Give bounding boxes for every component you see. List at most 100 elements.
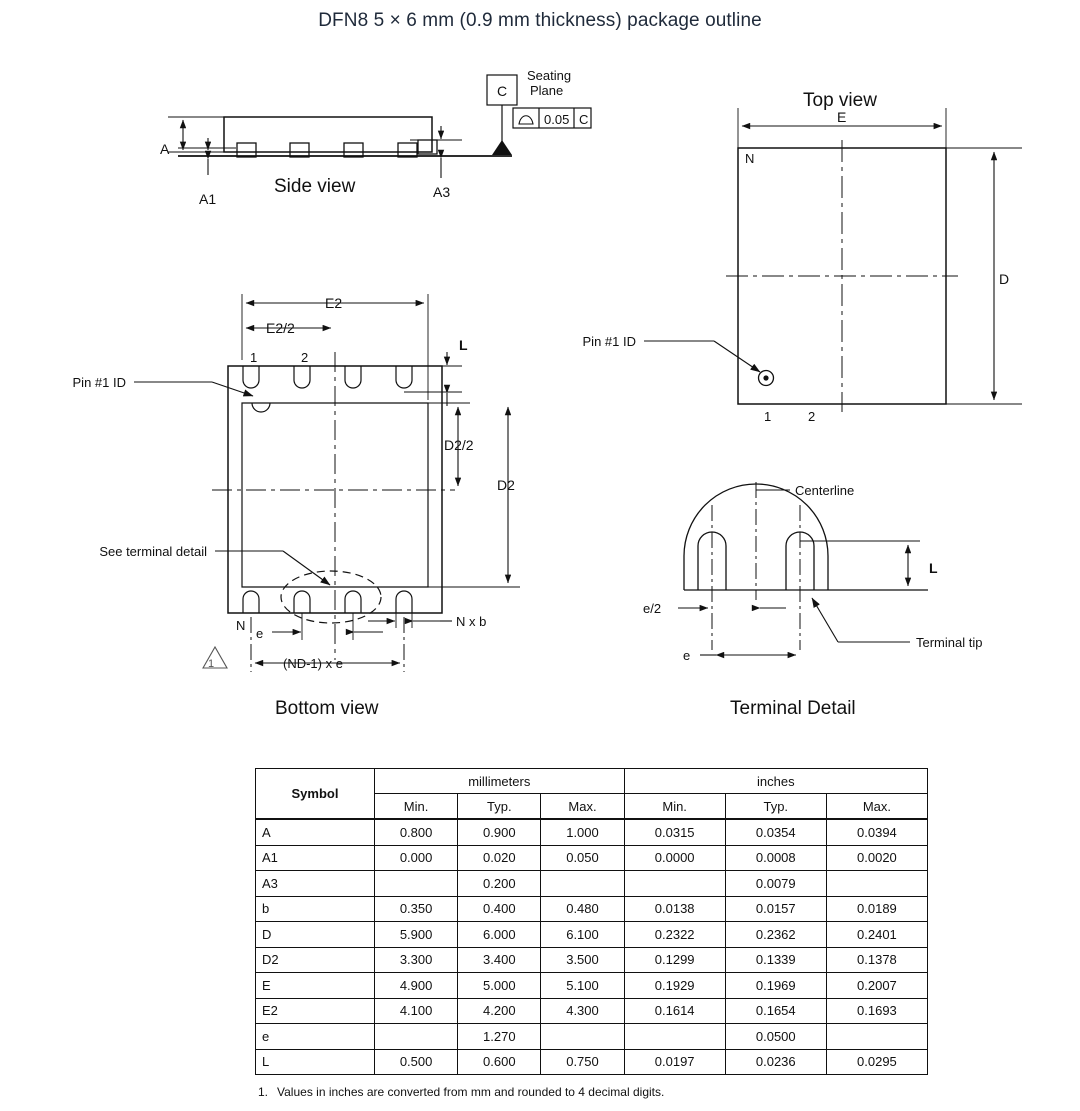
table-footnote: 1.Values in inches are converted from mm… <box>258 1085 664 1099</box>
cell-symbol: A3 <box>255 870 375 897</box>
bottom-pin-number-2: 2 <box>301 350 308 365</box>
cell-in-min: 0.1299 <box>623 946 726 973</box>
cell-in-max: 0.1378 <box>825 946 929 973</box>
cell-in-min: 0.0315 <box>623 818 726 846</box>
cell-mm-max: 0.050 <box>540 844 625 871</box>
column-header-in-max: Max. <box>825 793 929 820</box>
note-flag-1: 1 <box>208 658 214 670</box>
cell-mm-min: 4.100 <box>373 997 459 1024</box>
bottom-dim-E2: E2 <box>325 295 342 311</box>
terminal-detail-caption: Terminal Detail <box>730 698 856 719</box>
seating-plane-datum <box>486 74 592 155</box>
table-header: Symbol millimeters inches Min. Typ. Max.… <box>255 768 929 820</box>
top-pin1-id-label: Pin #1 ID <box>583 334 636 349</box>
column-header-mm-min: Min. <box>373 793 459 820</box>
cell-in-typ: 0.0079 <box>724 870 827 897</box>
datum-letter-c: C <box>497 83 507 99</box>
column-header-millimeters: millimeters <box>373 768 625 794</box>
bottom-dim-E2-half: E2/2 <box>266 320 295 336</box>
terminal-detail-view <box>678 482 928 659</box>
top-pin-number-1: 1 <box>764 409 771 424</box>
footnote-text: Values in inches are converted from mm a… <box>277 1085 665 1099</box>
label-A1: A1 <box>199 191 216 207</box>
cell-in-min: 0.1614 <box>623 997 726 1024</box>
cell-mm-min: 3.300 <box>373 946 459 973</box>
side-view <box>168 116 512 178</box>
cell-symbol: e <box>255 1023 375 1050</box>
cell-mm-min: 4.900 <box>373 972 459 999</box>
package-outline-drawing: A A1 A3 Side view C Seating Plane 0.05 C… <box>73 68 1022 719</box>
column-header-in-typ: Typ. <box>724 793 827 820</box>
dimension-table-container: Symbol millimeters inches Min. Typ. Max.… <box>255 768 929 1075</box>
cell-in-max: 0.2007 <box>825 972 929 999</box>
cell-mm-min: 0.000 <box>373 844 459 871</box>
top-dim-E: E <box>837 109 846 125</box>
cell-mm-max: 1.000 <box>540 818 625 846</box>
cell-mm-max <box>540 1023 625 1050</box>
cell-mm-max: 0.750 <box>540 1048 625 1075</box>
cell-mm-typ: 0.600 <box>457 1048 542 1075</box>
bottom-view <box>134 294 520 672</box>
bottom-pin-number-1: 1 <box>250 350 257 365</box>
bottom-dim-D2-half: D2/2 <box>444 437 474 453</box>
see-terminal-detail-label: See terminal detail <box>99 544 207 559</box>
cell-in-max: 0.0394 <box>825 818 929 846</box>
cell-in-typ: 0.2362 <box>724 921 827 948</box>
cell-mm-max: 6.100 <box>540 921 625 948</box>
cell-symbol: E2 <box>255 997 375 1024</box>
cell-in-typ: 0.0236 <box>724 1048 827 1075</box>
cell-mm-max: 5.100 <box>540 972 625 999</box>
bottom-dim-Nxb: N x b <box>456 614 486 629</box>
bottom-view-caption: Bottom view <box>275 698 379 719</box>
cell-mm-max: 0.480 <box>540 895 625 922</box>
cell-in-max: 0.0189 <box>825 895 929 922</box>
top-pin-number-2: 2 <box>808 409 815 424</box>
cell-in-max <box>825 870 929 897</box>
cell-in-max: 0.2401 <box>825 921 929 948</box>
cell-symbol: A1 <box>255 844 375 871</box>
table-header-row-units: Symbol millimeters inches <box>255 768 929 820</box>
seating-plane-label-line2: Plane <box>530 83 563 98</box>
cell-mm-min <box>373 1023 459 1050</box>
bottom-label-N: N <box>236 618 245 633</box>
cell-mm-typ: 4.200 <box>457 997 542 1024</box>
bottom-dim-L: L <box>459 337 468 353</box>
column-header-symbol: Symbol <box>255 768 375 820</box>
cell-mm-typ: 0.900 <box>457 818 542 846</box>
cell-in-max: 0.0295 <box>825 1048 929 1075</box>
cell-in-max: 0.1693 <box>825 997 929 1024</box>
cell-symbol: D2 <box>255 946 375 973</box>
cell-symbol: L <box>255 1048 375 1075</box>
cell-symbol: D <box>255 921 375 948</box>
cell-in-typ: 0.0157 <box>724 895 827 922</box>
top-dim-D: D <box>999 271 1009 287</box>
cell-mm-typ: 0.200 <box>457 870 542 897</box>
column-header-mm-max: Max. <box>540 793 625 820</box>
cell-mm-max <box>540 870 625 897</box>
cell-in-min: 0.1929 <box>623 972 726 999</box>
cell-in-min: 0.2322 <box>623 921 726 948</box>
cell-in-min: 0.0000 <box>623 844 726 871</box>
cell-mm-typ: 5.000 <box>457 972 542 999</box>
cell-mm-max: 3.500 <box>540 946 625 973</box>
side-view-caption: Side view <box>274 176 356 197</box>
cell-mm-min: 0.350 <box>373 895 459 922</box>
top-label-N: N <box>745 151 754 166</box>
cell-in-min: 0.0138 <box>623 895 726 922</box>
cell-symbol: A <box>255 818 375 846</box>
terminal-dim-e-half: e/2 <box>643 601 661 616</box>
cell-in-typ: 0.0500 <box>724 1023 827 1050</box>
cell-mm-max: 4.300 <box>540 997 625 1024</box>
centerline-label: Centerline <box>795 483 854 498</box>
cell-in-typ: 0.0008 <box>724 844 827 871</box>
cell-in-min: 0.0197 <box>623 1048 726 1075</box>
